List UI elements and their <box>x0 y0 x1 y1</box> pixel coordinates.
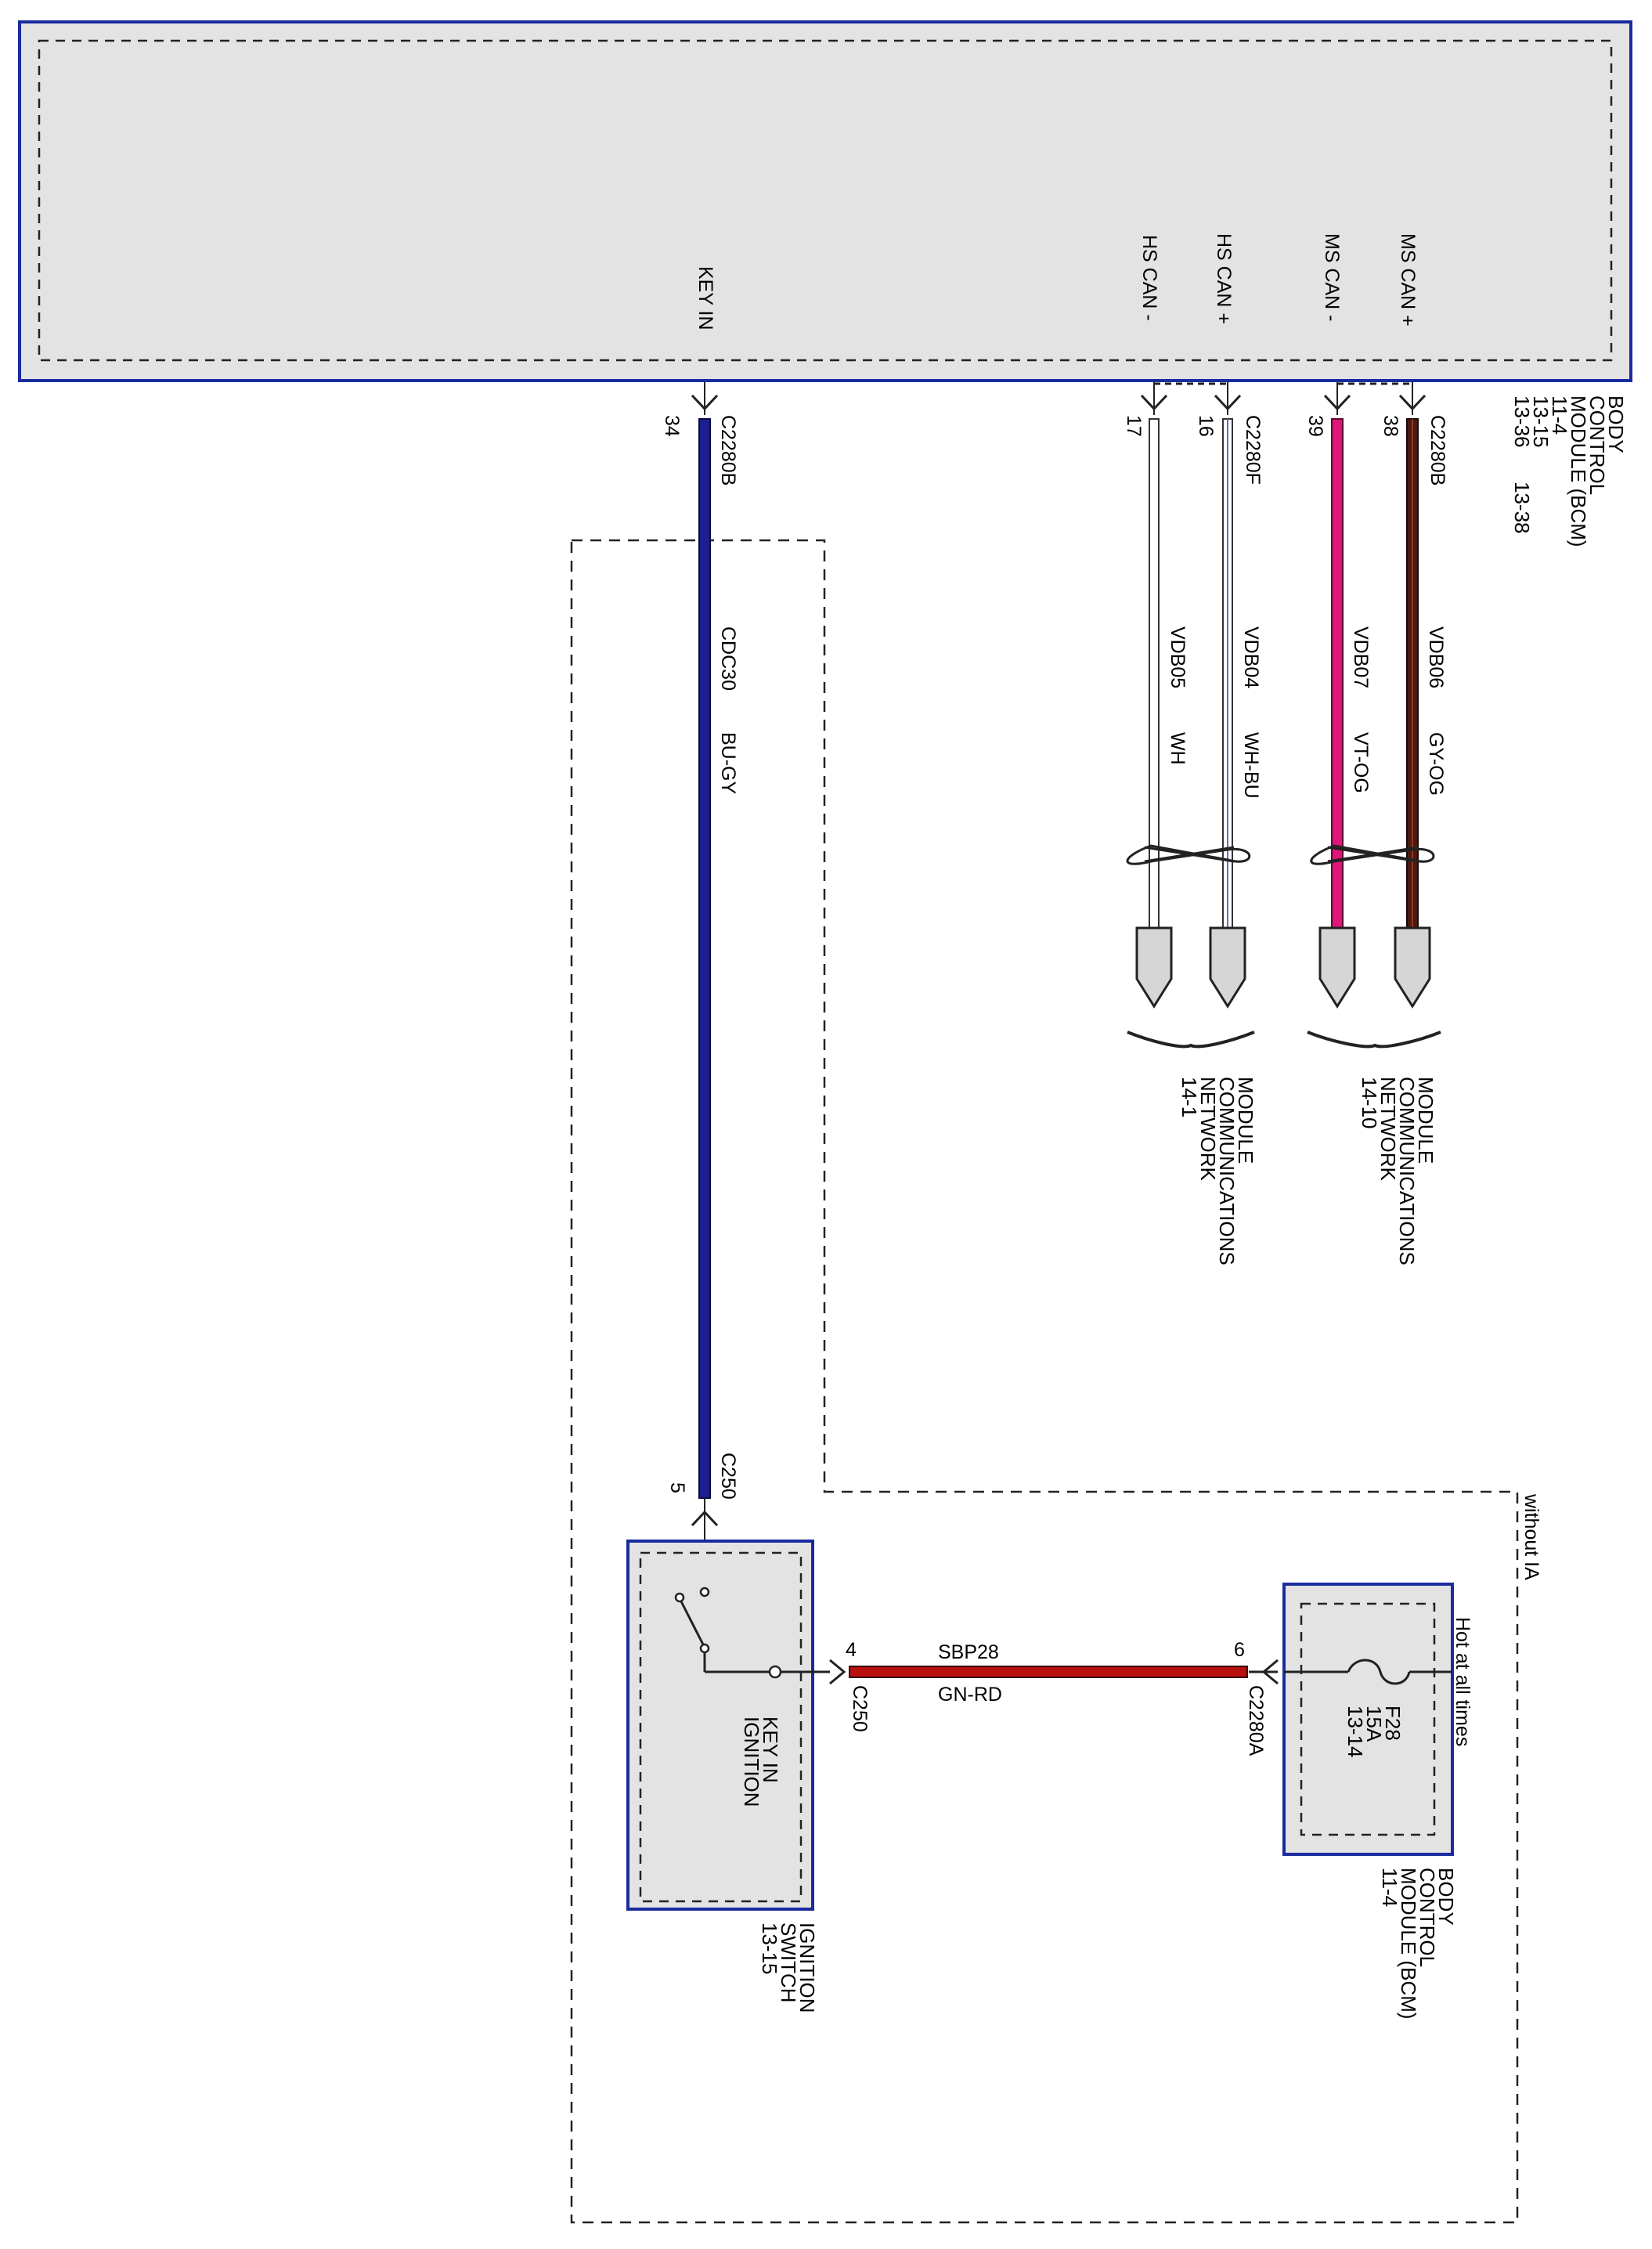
pin-label-key-in: KEY IN <box>694 266 716 330</box>
connector-c250-top: C250 <box>717 1453 739 1500</box>
svg-text:13-36: 13-36 <box>1510 395 1534 448</box>
without-ia-label: without IA <box>1520 1493 1542 1580</box>
svg-text:SWITCH: SWITCH <box>777 1922 800 2003</box>
svg-text:F28: F28 <box>1381 1706 1405 1741</box>
wire-cdc30 <box>698 418 711 1499</box>
svg-text:13-14: 13-14 <box>1344 1706 1367 1758</box>
svg-text:13-38: 13-38 <box>1510 482 1534 534</box>
wire-sbp28-circuit: SBP28 <box>938 1641 999 1663</box>
svg-text:IGNITION: IGNITION <box>795 1922 819 2013</box>
svg-text:14-10: 14-10 <box>1358 1077 1381 1129</box>
connector-c2280b-a: C2280B <box>717 415 739 486</box>
key-in-circuit <box>691 382 719 1569</box>
svg-text:BODY: BODY <box>1604 395 1628 453</box>
pin-16: 16 <box>1195 415 1217 437</box>
pin-34: 34 <box>661 415 683 437</box>
connector-c2280f: C2280F <box>1242 415 1264 485</box>
network-ref-14-1: MODULE COMMUNICATIONS NETWORK 14-1 <box>1178 1077 1257 1265</box>
wire-vdb07 <box>1331 418 1344 929</box>
svg-text:14-1: 14-1 <box>1178 1077 1201 1117</box>
wire-vdb04-color: WH-BU <box>1240 732 1262 799</box>
connector-c2280b-b: C2280B <box>1427 415 1448 486</box>
wire-vdb05-circuit: VDB05 <box>1167 626 1189 688</box>
bcm-top-module <box>18 20 1632 382</box>
svg-text:CONTROL: CONTROL <box>1585 395 1609 495</box>
hs-can-circuit <box>1126 382 1255 1049</box>
wire-vdb07-color: VT-OG <box>1350 732 1372 793</box>
ignition-inner-label: KEY IN IGNITION <box>740 1717 782 1807</box>
pin-label-ms-can-minus: MS CAN - <box>1321 233 1343 322</box>
pin-39: 39 <box>1304 415 1326 437</box>
wire-cdc30-circuit: CDC30 <box>717 626 739 691</box>
pin-6: 6 <box>1234 1639 1245 1661</box>
network-ref-14-10: MODULE COMMUNICATIONS NETWORK 14-10 <box>1358 1077 1437 1265</box>
wire-vdb07-circuit: VDB07 <box>1350 626 1372 688</box>
svg-text:15A: 15A <box>1362 1706 1386 1742</box>
svg-text:13-15: 13-15 <box>758 1922 781 1975</box>
svg-text:13-15: 13-15 <box>1529 395 1553 448</box>
connector-c2280a: C2280A <box>1245 1685 1267 1756</box>
fuse-f28-label: F28 15A 13-14 <box>1344 1706 1405 1758</box>
ignition-switch <box>626 1540 846 1911</box>
wire-vdb06-color: GY-OG <box>1425 732 1447 796</box>
svg-text:COMMUNICATIONS: COMMUNICATIONS <box>1395 1077 1419 1265</box>
bcm-bottom-title: BODY CONTROL MODULE (BCM) 11-4 <box>1378 1868 1458 2020</box>
svg-text:MODULE: MODULE <box>1414 1077 1437 1164</box>
svg-text:11-4: 11-4 <box>1378 1868 1401 1907</box>
bcm-bottom-module <box>1249 1583 1454 1856</box>
fuse-f28 <box>1347 1659 1411 1685</box>
without-ia-region <box>570 539 1519 2224</box>
pin-label-ms-can-plus: MS CAN + <box>1397 233 1419 327</box>
pin-17: 17 <box>1123 415 1145 437</box>
pin-label-hs-can-minus: HS CAN - <box>1138 235 1160 321</box>
connector-c250-right: C250 <box>849 1685 871 1732</box>
hot-at-all-times-label: Hot at all times <box>1452 1617 1473 1746</box>
ms-can-circuit <box>1307 382 1441 1049</box>
svg-text:MODULE (BCM): MODULE (BCM) <box>1567 395 1590 547</box>
wire-vdb06-circuit: VDB06 <box>1425 626 1447 688</box>
svg-text:NETWORK: NETWORK <box>1196 1077 1220 1182</box>
wire-vdb04-circuit: VDB04 <box>1240 626 1262 688</box>
bcm-top-title: BODY CONTROL MODULE (BCM) 11-4 13-15 13-… <box>1510 395 1628 547</box>
ignition-switch-title: IGNITION SWITCH 13-15 <box>758 1922 819 2013</box>
svg-text:BODY: BODY <box>1434 1868 1458 1926</box>
svg-text:CONTROL: CONTROL <box>1416 1868 1439 1967</box>
wire-vdb05 <box>1149 418 1160 929</box>
pin-38: 38 <box>1380 415 1401 437</box>
svg-text:NETWORK: NETWORK <box>1376 1077 1400 1182</box>
pin-5: 5 <box>666 1482 688 1493</box>
svg-text:KEY IN: KEY IN <box>759 1717 782 1783</box>
svg-text:COMMUNICATIONS: COMMUNICATIONS <box>1215 1077 1239 1265</box>
svg-text:IGNITION: IGNITION <box>740 1717 763 1807</box>
svg-text:MODULE (BCM): MODULE (BCM) <box>1397 1868 1420 2020</box>
wire-sbp28-color: GN-RD <box>938 1684 1002 1706</box>
svg-text:MODULE: MODULE <box>1234 1077 1257 1164</box>
pin-4: 4 <box>846 1639 857 1661</box>
wire-sbp28 <box>849 1666 1248 1678</box>
pin-label-hs-can-plus: HS CAN + <box>1213 233 1235 324</box>
wire-vdb05-color: WH <box>1167 732 1189 765</box>
wire-cdc30-color: BU-GY <box>717 732 739 795</box>
svg-text:11-4: 11-4 <box>1548 395 1571 435</box>
